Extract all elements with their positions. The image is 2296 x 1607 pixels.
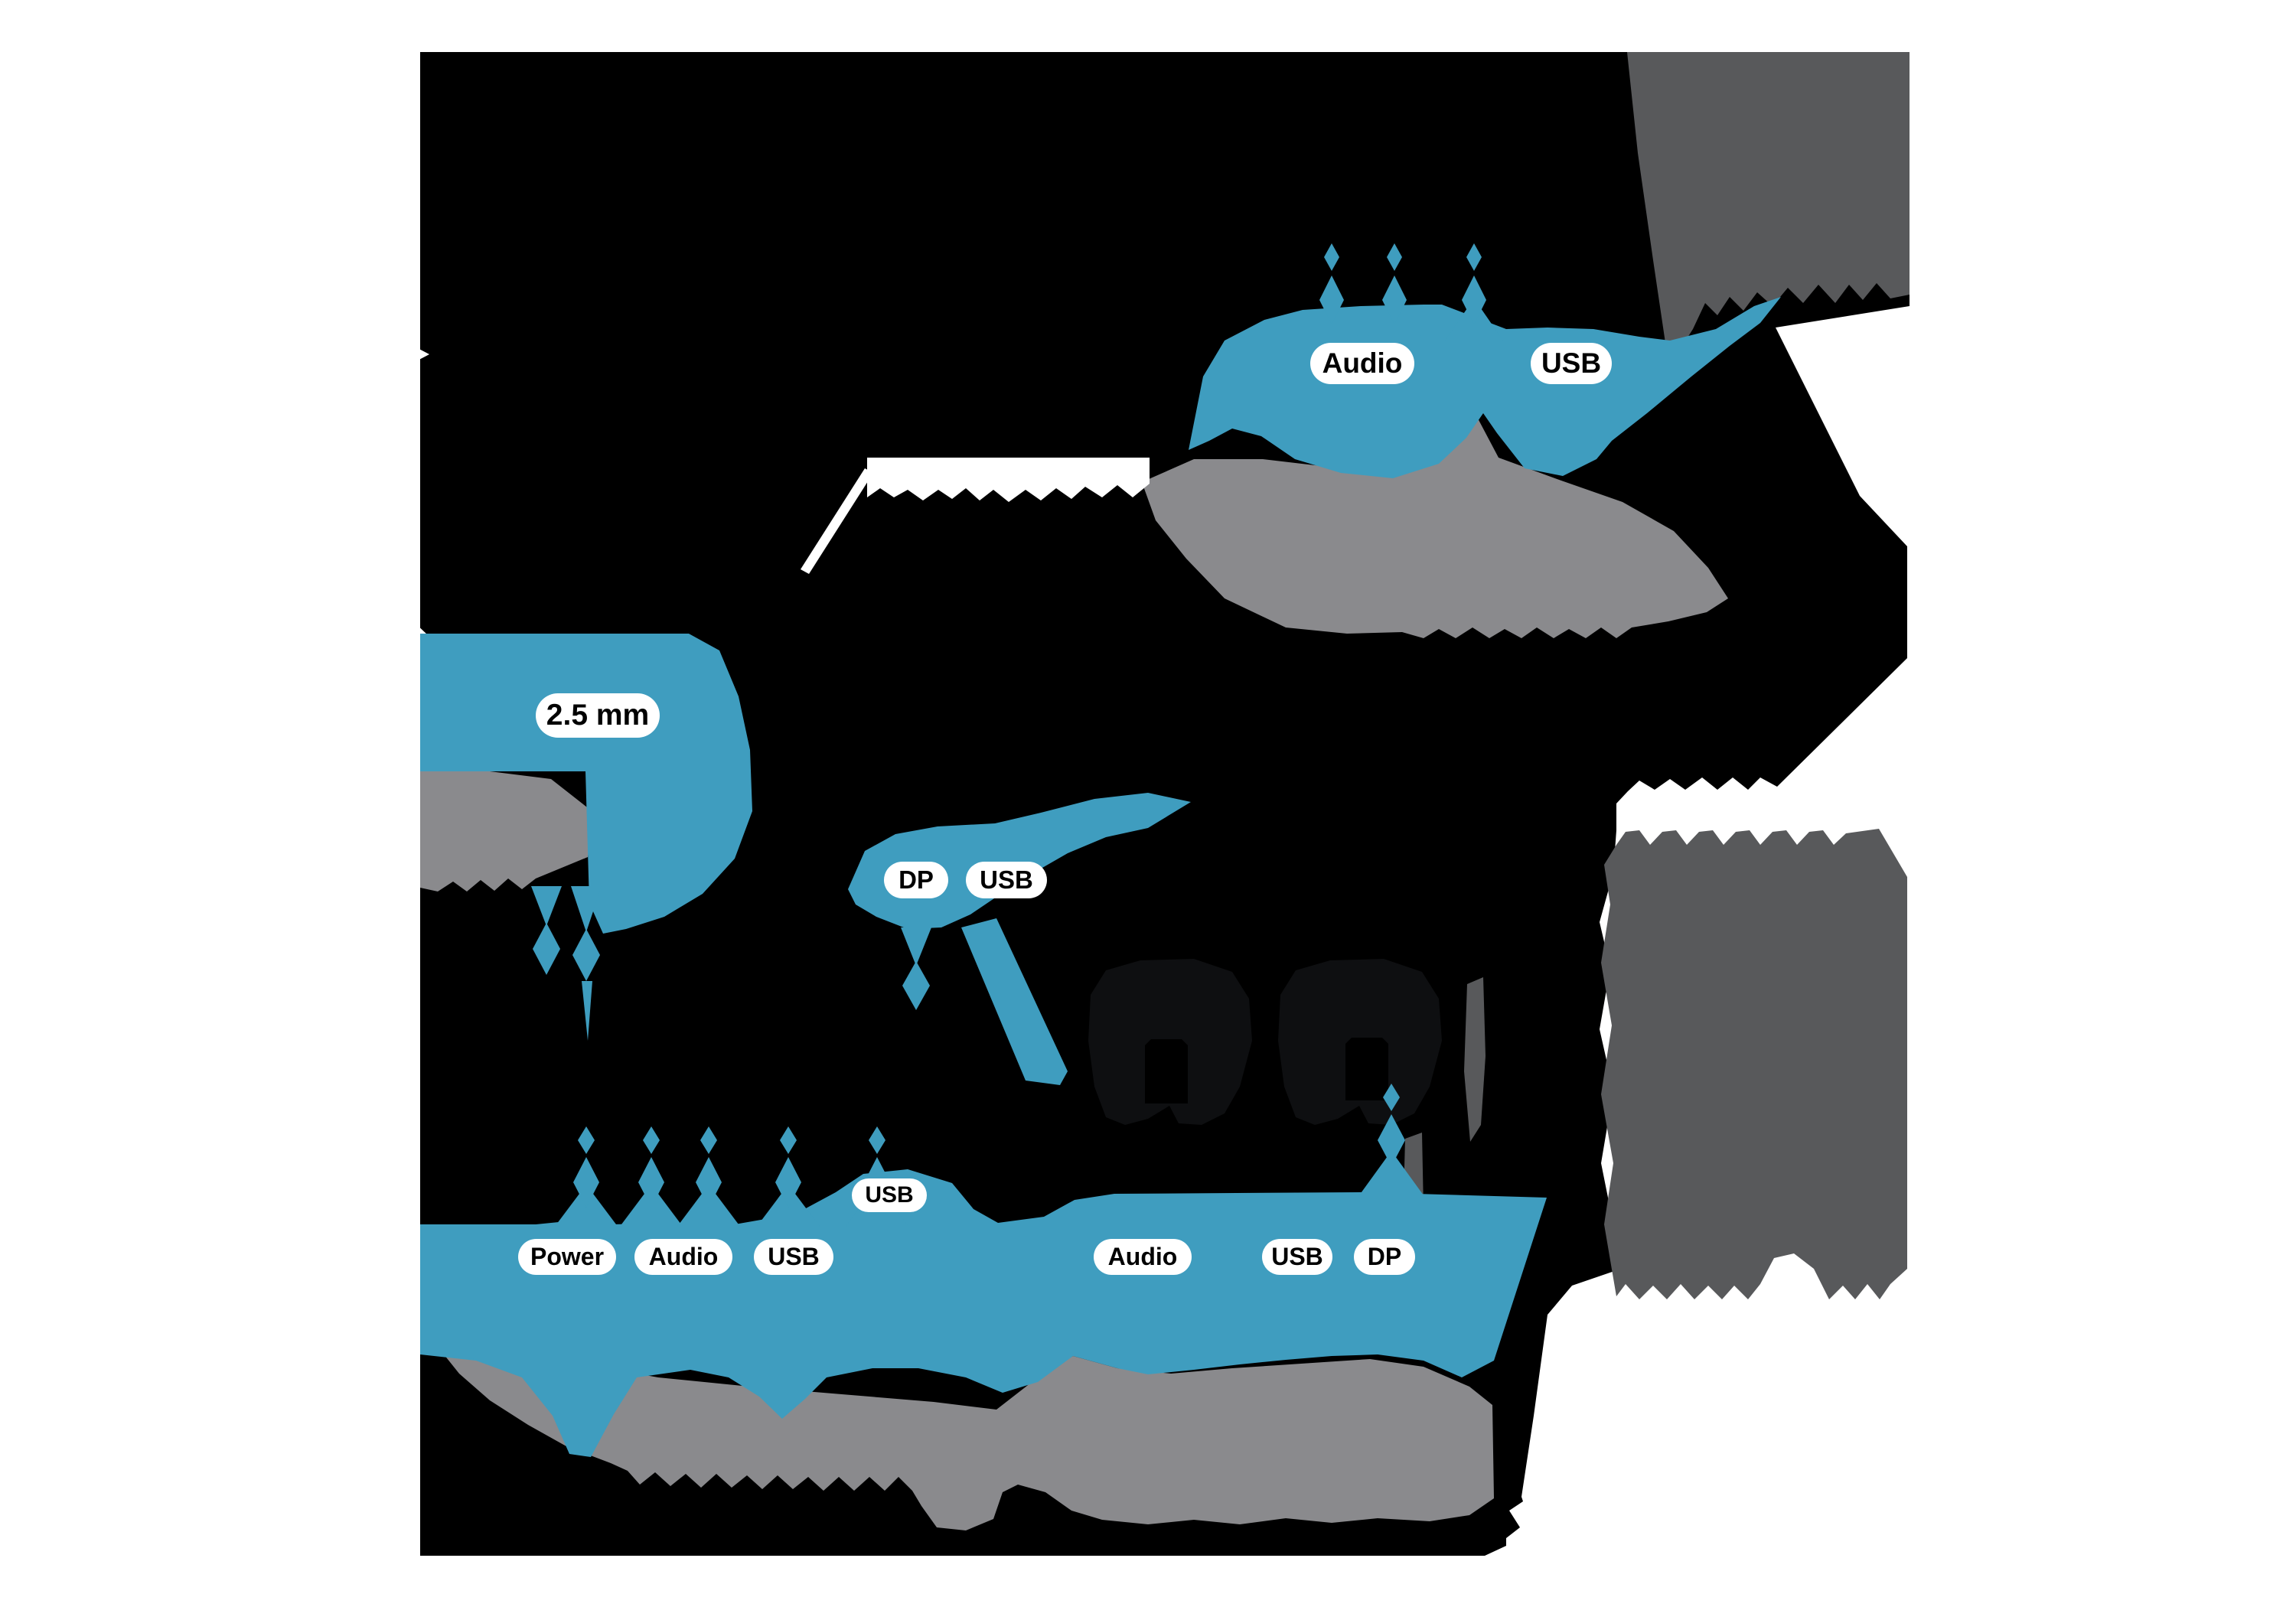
monitor-left-edge-gray <box>420 767 594 892</box>
port-label: USB <box>1541 347 1602 379</box>
callout-left-blue <box>420 634 752 934</box>
banner-arrow-tip-2 <box>643 1126 660 1154</box>
port-pill-bottom-right-audio: Audio <box>1094 1239 1192 1275</box>
port-label: Audio <box>1322 347 1403 379</box>
monitor-base-gray <box>420 1295 1494 1530</box>
port-pill-bottom-right-dp: DP <box>1354 1239 1415 1275</box>
banner-arrow-tip-4 <box>780 1126 797 1154</box>
arrow-down-diamond-2 <box>572 929 600 981</box>
arrow-down-diamond-1 <box>533 923 560 975</box>
monitor-rear-right-gray <box>1601 829 1907 1299</box>
handset-cutout-right <box>1345 1038 1388 1100</box>
handset-cutout-left <box>1145 1039 1188 1103</box>
monitor-rear-top-gray <box>1627 52 1910 384</box>
port-pill-top-usb: USB <box>1531 343 1612 384</box>
arrow-down-cone-2 <box>571 886 602 932</box>
banner-arrow-tip-right <box>1383 1084 1400 1111</box>
arrow-up-diamond-2 <box>1382 275 1407 324</box>
edge-notch-upper-white <box>413 346 429 363</box>
port-label: Audio <box>1107 1243 1178 1270</box>
callout-top-blue <box>1189 297 1781 478</box>
arrow-down-diamond-mid <box>902 961 930 1010</box>
port-label: USB <box>865 1182 914 1208</box>
port-pill-bottom-power: Power <box>518 1239 616 1275</box>
port-pill-mid-usb: USB <box>966 862 1047 898</box>
port-label: Audio <box>648 1243 719 1270</box>
arrow-up-tip-1 <box>1324 243 1339 271</box>
banner-arrow-tip-3 <box>700 1126 717 1154</box>
port-label: DP <box>1367 1243 1402 1270</box>
arrow-limb-mid <box>961 918 1068 1085</box>
port-pill-bottom-audio: Audio <box>634 1239 732 1275</box>
arrow-down-cone-mid <box>901 927 931 966</box>
port-pill-left-2-5mm: 2.5 mm <box>536 693 660 738</box>
caption-band-white <box>867 458 1150 502</box>
port-pill-bottom-usb-upper: USB <box>852 1178 927 1212</box>
banner-arrow-diamond-2 <box>638 1157 664 1208</box>
port-label: USB <box>1271 1243 1323 1270</box>
banner-arrow-diamond-3 <box>696 1157 722 1208</box>
banner-arrow-tip-1 <box>578 1126 595 1154</box>
port-label: 2.5 mm <box>546 699 650 732</box>
arrow-down-descender <box>582 981 592 1041</box>
port-pill-bottom-usb: USB <box>754 1239 833 1275</box>
monitor-bottom-view-gray <box>1142 417 1728 638</box>
banner-arrow-cone-right <box>1359 1151 1424 1195</box>
arrow-up-tip-3 <box>1466 243 1482 271</box>
arrow-up-tip-2 <box>1387 243 1402 271</box>
port-label: DP <box>899 865 934 894</box>
arrow-up-diamond-1 <box>1319 275 1344 324</box>
port-pill-top-audio: Audio <box>1310 343 1414 384</box>
banner-arrow-tip-5 <box>869 1126 885 1154</box>
gray-sliver-upper <box>1464 977 1486 1142</box>
leader-line-white <box>801 468 873 574</box>
arrow-up-diamond-3 <box>1462 275 1486 324</box>
banner-arrow-diamond-4 <box>775 1157 801 1208</box>
port-label: Power <box>530 1243 605 1270</box>
port-label: USB <box>980 865 1033 894</box>
port-pill-bottom-right-usb: USB <box>1262 1239 1332 1275</box>
port-pill-mid-dp: DP <box>884 862 948 898</box>
banner-arrow-diamond-1 <box>573 1157 599 1208</box>
port-label: USB <box>768 1243 820 1270</box>
banner-arrow-diamond-right <box>1378 1114 1405 1166</box>
arrow-down-cone-1 <box>531 886 562 926</box>
